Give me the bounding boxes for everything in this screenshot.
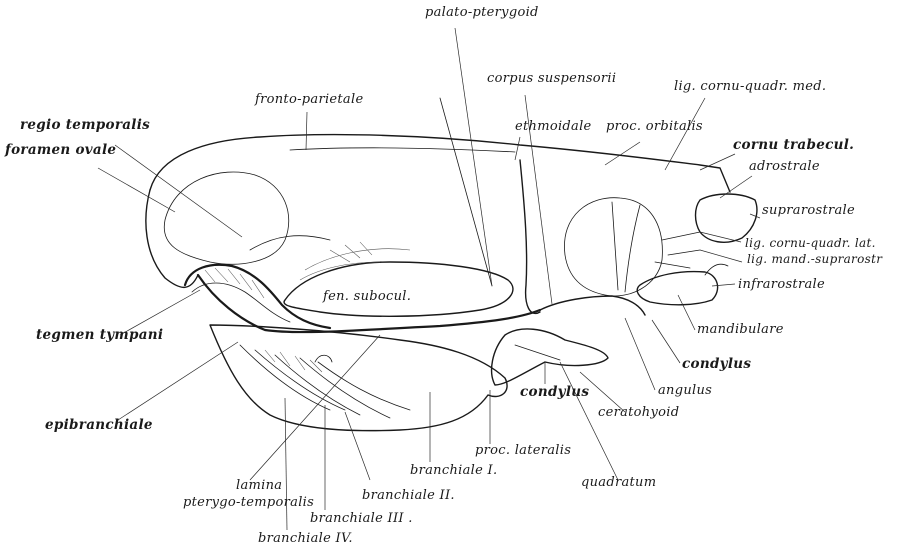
label-branchiale-IV: branchiale IV.	[258, 532, 353, 546]
label-cornu-trabecul: cornu trabecul.	[733, 138, 854, 152]
label-adrostrale: adrostrale	[749, 160, 820, 174]
hyobranchial-outline	[210, 325, 507, 431]
label-pterygo-temporalis: pterygo-temporalis	[183, 496, 314, 510]
label-palato-pterygoid: palato-pterygoid	[425, 6, 539, 20]
temporal-region	[164, 172, 289, 264]
label-lamina: lamina	[236, 479, 282, 493]
label-ceratohyoid: ceratohyoid	[598, 406, 679, 420]
label-branchiale-I: branchiale I.	[410, 464, 497, 478]
label-condylus-mid: condylus	[520, 385, 589, 399]
label-branchiale-II: branchiale II.	[362, 489, 455, 503]
label-lig-mand-suprarostr: lig. mand.-suprarostr	[747, 252, 882, 266]
label-lig-cornu-quadr-med: lig. cornu-quadr. med.	[674, 80, 826, 94]
label-corpus-suspensorii: corpus suspensorii	[487, 72, 616, 86]
label-fronto-parietale: fronto-parietale	[255, 93, 363, 107]
label-proc-lateralis: proc. lateralis	[475, 444, 571, 458]
cranium-back	[146, 190, 198, 287]
label-angulus: angulus	[658, 384, 712, 398]
label-lig-cornu-quadr-lat: lig. cornu-quadr. lat.	[745, 236, 876, 250]
label-tegmen-tympani: tegmen tympani	[36, 328, 163, 342]
cranium-front-wall	[520, 160, 540, 313]
label-proc-orbitalis: proc. orbitalis	[606, 120, 703, 134]
label-branchiale-III: branchiale III .	[310, 512, 413, 526]
cranium-roof-inner	[290, 148, 515, 152]
label-quadratum: quadratum	[581, 476, 656, 490]
label-ethmoidale: ethmoidale	[515, 120, 592, 134]
tegmen-tympani-outline	[185, 265, 330, 328]
label-condylus-right: condylus	[682, 357, 751, 371]
label-foramen-ovale: foramen ovale	[5, 143, 116, 157]
label-suprarostrale: suprarostrale	[762, 204, 855, 218]
leader-lines	[98, 28, 760, 530]
infrarostrale-outline	[637, 272, 717, 305]
quadratum-outline	[540, 296, 645, 315]
label-regio-temporalis: regio temporalis	[20, 118, 150, 132]
label-infrarostrale: infrarostrale	[738, 278, 825, 292]
label-mandibulare: mandibulare	[697, 323, 784, 337]
cranium-outline	[150, 135, 730, 192]
label-epibranchiale: epibranchiale	[45, 418, 153, 432]
label-fen-subocul: fen. subocul.	[323, 290, 411, 304]
